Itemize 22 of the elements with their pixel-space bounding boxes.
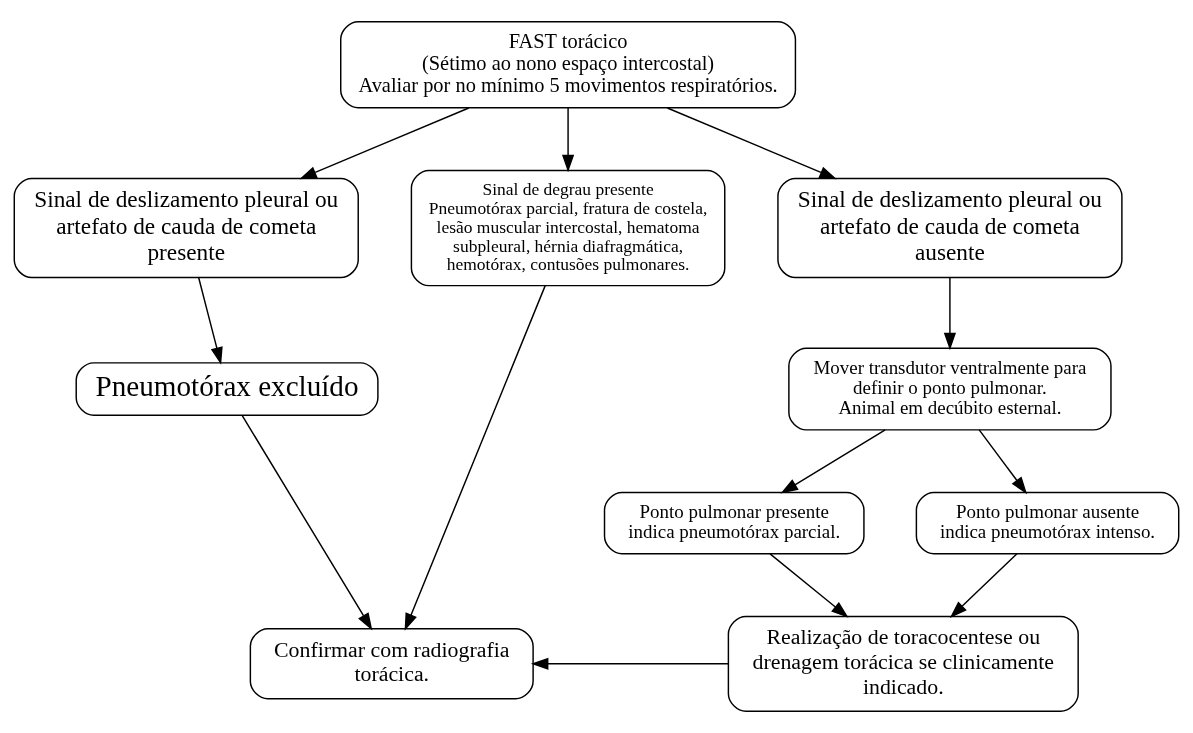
arrow [561, 107, 575, 173]
arrow [530, 657, 730, 670]
node-box: Sinal de degrau presente Pneumotórax parcial, fratura de costela, lesão muscular intercostal, hematoma subpleural, hérnia diafragmática, hemotórax, contusões pulmonares. [410, 169, 726, 287]
arrow [404, 284, 546, 631]
arrow [780, 429, 886, 494]
arrow [299, 107, 470, 180]
node-box: Pneumotórax excluído [75, 362, 379, 417]
node-box: Sinal de deslizamento pleural ou artefato de cauda de cometa presente [13, 177, 359, 279]
node-box: Confirmar com radiografia torácica. [249, 628, 534, 700]
node-box: Ponto pulmonar ausente indica pneumotórax intenso. [915, 491, 1180, 555]
node-box: FAST torácico (Sétimo ao nono espaço intercostal) Avaliar por no mínimo 5 movimentos respiratórios. [340, 21, 797, 109]
arrow [241, 414, 373, 631]
arrow [978, 429, 1028, 495]
node-box: Ponto pulmonar presente indica pneumotórax parcial. [603, 491, 865, 555]
node-box: Mover transdutor ventralmente para definir o ponto pulmonar. Animal em decúbito esternal. [788, 347, 1112, 431]
arrow [949, 553, 1018, 618]
node-box: Realização de toracocentese ou drenagem torácica se clinicamente indicado. [727, 615, 1079, 712]
node-box: Sinal de deslizamento pleural ou artefato de cauda de cometa ausente [777, 177, 1123, 279]
arrow [198, 277, 223, 365]
arrow [769, 553, 849, 618]
arrow [666, 107, 837, 180]
arrow [943, 277, 957, 351]
